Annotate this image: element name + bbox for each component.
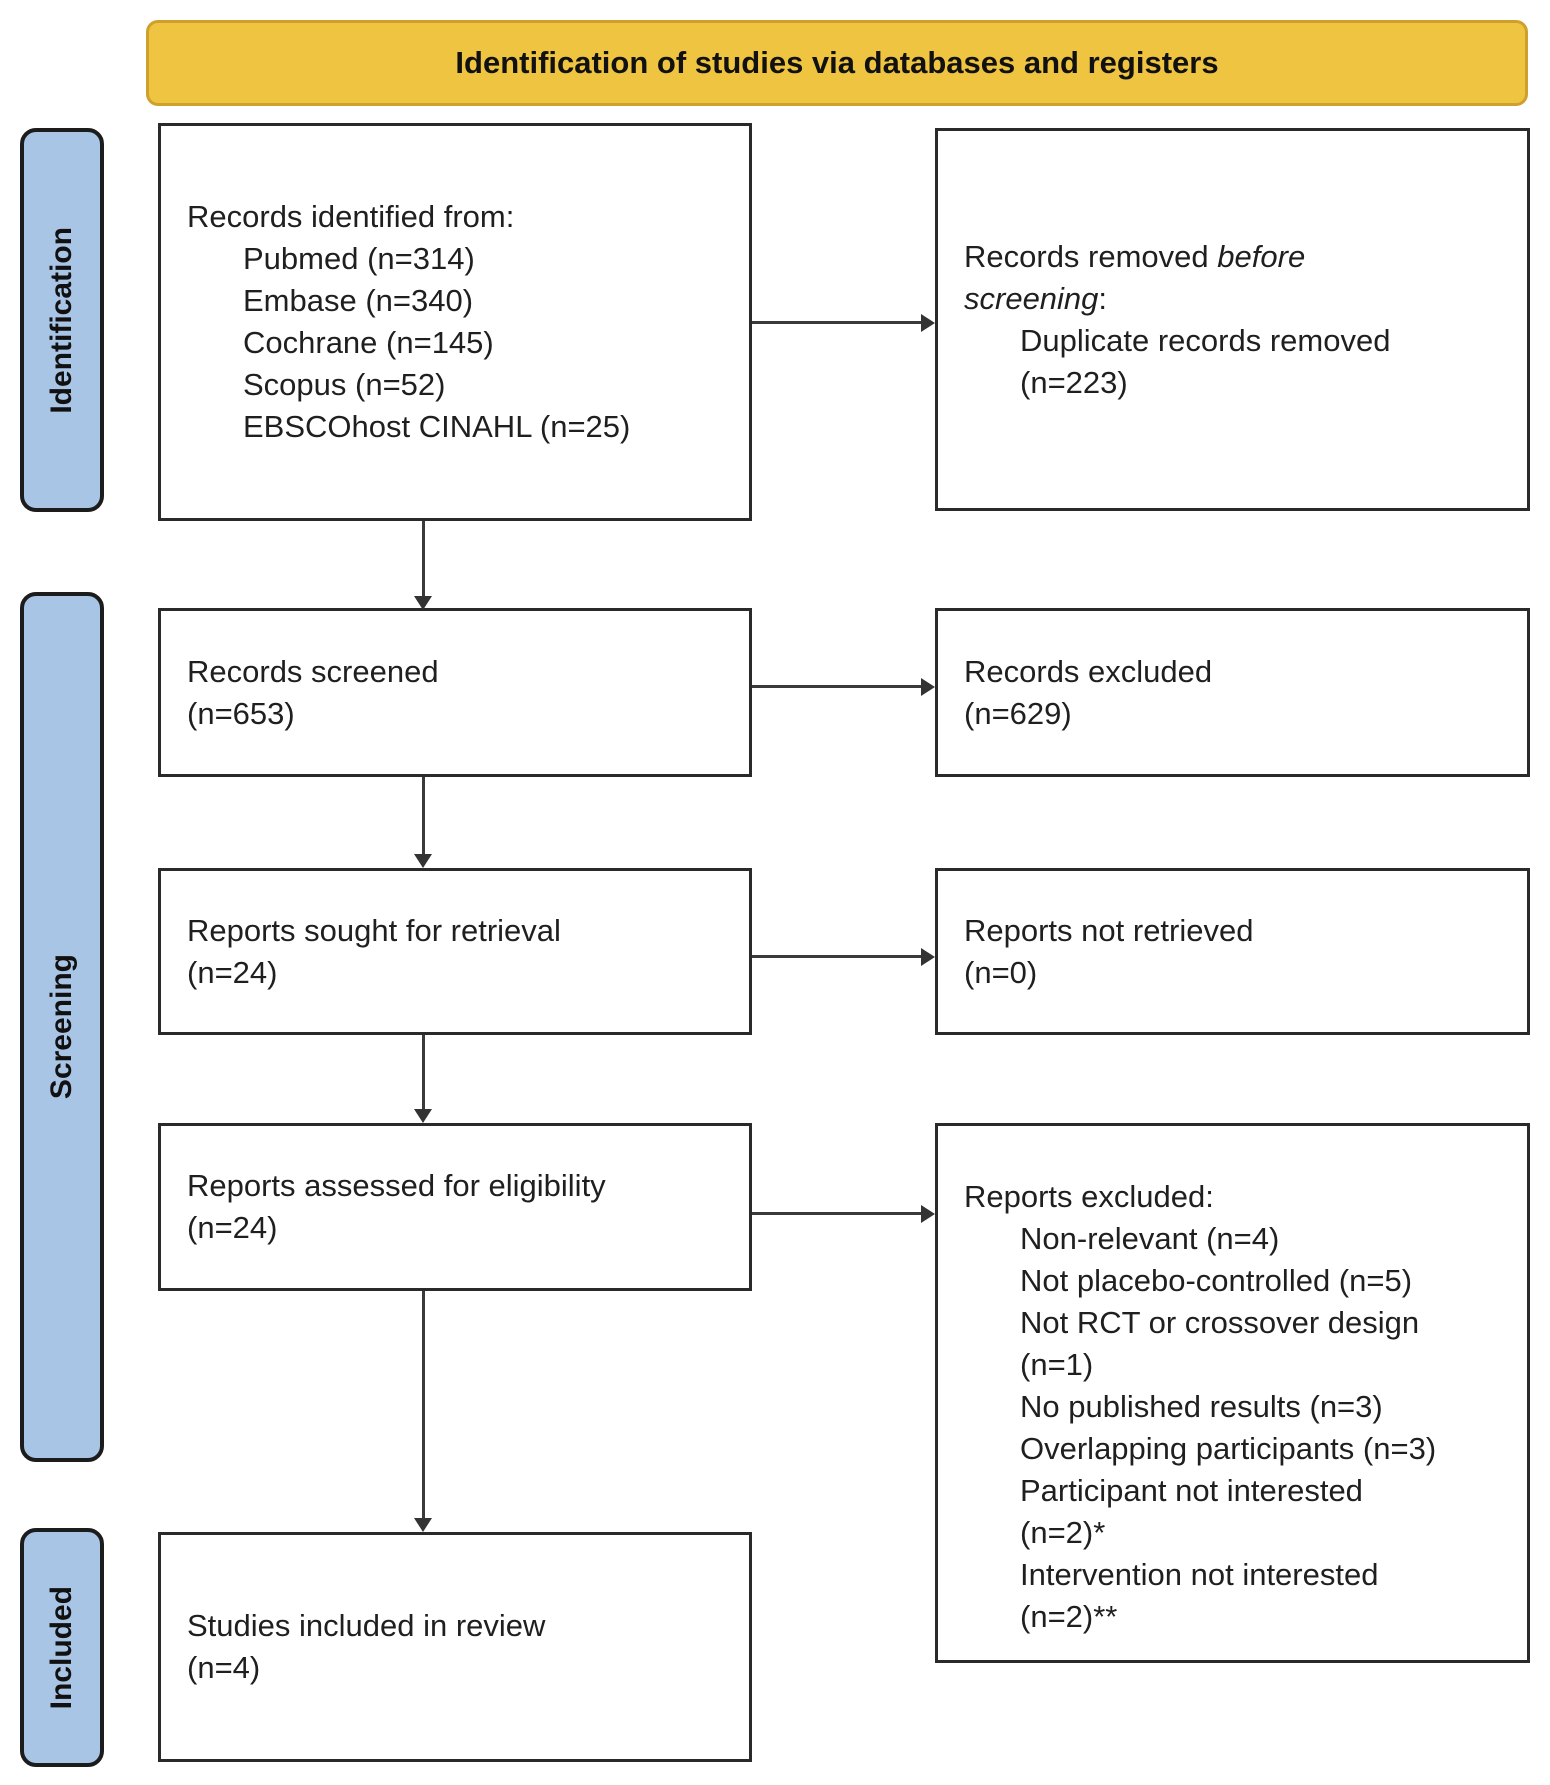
- box-text-line: (n=629): [964, 695, 1072, 731]
- box-text-line: Duplicate records removed: [1020, 322, 1391, 358]
- stage-label-identification: Identification: [20, 128, 104, 512]
- box-reports-excluded: Reports excluded: Non-relevant (n=4) Not p…: [935, 1123, 1530, 1663]
- arrow-line: [422, 521, 425, 596]
- arrow-line: [752, 955, 921, 958]
- box-records-excluded: Records excluded (n=629): [935, 608, 1530, 777]
- box-studies-included: Studies included in review (n=4): [158, 1532, 752, 1762]
- box-reports-assessed: Reports assessed for eligibility (n=24): [158, 1123, 752, 1291]
- box-text-line: Embase (n=340): [243, 283, 474, 318]
- box-text-line: (n=1): [1020, 1347, 1094, 1382]
- banner-title: Identification of studies via databases …: [455, 45, 1219, 80]
- banner: Identification of studies via databases …: [146, 20, 1528, 106]
- box-text-line: Not placebo-controlled (n=5): [1020, 1263, 1413, 1298]
- box-text-line: Intervention not interested: [1020, 1557, 1379, 1592]
- stage-label-included-text: Included: [45, 1585, 78, 1710]
- box-reports-sought: Reports sought for retrieval (n=24): [158, 868, 752, 1035]
- arrow-right-icon: [921, 1205, 935, 1223]
- box-text-line: Participant not interested: [1020, 1473, 1363, 1508]
- box-reports-not-retrieved: Reports not retrieved (n=0): [935, 868, 1530, 1035]
- stage-label-included: Included: [20, 1528, 104, 1767]
- box-text-line: Reports not retrieved: [964, 912, 1254, 948]
- box-text-line: EBSCOhost CINAHL (n=25): [243, 409, 631, 444]
- box-text-line: Records removed before: [964, 238, 1306, 274]
- box-text-line: Cochrane (n=145): [243, 325, 494, 360]
- box-text-line: Reports excluded:: [964, 1179, 1214, 1214]
- box-text-line: Scopus (n=52): [243, 367, 446, 402]
- arrow-line: [422, 1035, 425, 1109]
- box-records-removed: Records removed before screening: Duplicat…: [935, 128, 1530, 511]
- box-text-line: (n=0): [964, 954, 1038, 990]
- arrow-line: [752, 685, 921, 688]
- box-text-line: Records screened: [187, 653, 439, 689]
- arrow-down-icon: [414, 854, 432, 868]
- arrow-down-icon: [414, 1109, 432, 1123]
- box-text-line: (n=4): [187, 1650, 261, 1685]
- arrow-down-icon: [414, 596, 432, 610]
- box-text-line: (n=24): [187, 1210, 278, 1245]
- arrow-line: [752, 1212, 921, 1215]
- stage-label-screening: Screening: [20, 592, 104, 1462]
- box-text-line: (n=24): [187, 954, 278, 990]
- box-records-identified: Records identified from: Pubmed (n=314) Em…: [158, 123, 752, 521]
- box-text-line: Records excluded: [964, 653, 1213, 689]
- box-records-screened: Records screened (n=653): [158, 608, 752, 777]
- box-text-line: No published results (n=3): [1020, 1389, 1383, 1424]
- box-text-line: (n=2)*: [1020, 1515, 1106, 1550]
- stage-label-screening-text: Screening: [45, 954, 78, 1100]
- box-text-line: Reports assessed for eligibility: [187, 1168, 606, 1203]
- box-text-line: Not RCT or crossover design: [1020, 1305, 1420, 1340]
- arrow-right-icon: [921, 678, 935, 696]
- arrow-line: [422, 777, 425, 854]
- box-text-line: (n=223): [1020, 364, 1128, 400]
- arrow-right-icon: [921, 314, 935, 332]
- arrow-line: [422, 1291, 425, 1518]
- box-text-line: Non-relevant (n=4): [1020, 1221, 1280, 1256]
- box-text-line: (n=2)**: [1020, 1599, 1118, 1634]
- box-text-line: Records identified from:: [187, 199, 515, 234]
- box-text-line: Studies included in review: [187, 1608, 546, 1643]
- box-text-line: Reports sought for retrieval: [187, 912, 561, 948]
- arrow-down-icon: [414, 1518, 432, 1532]
- stage-label-identification-text: Identification: [45, 226, 78, 414]
- box-text-line: Overlapping participants (n=3): [1020, 1431, 1437, 1466]
- arrow-line: [752, 321, 921, 324]
- box-text-line: Pubmed (n=314): [243, 241, 475, 276]
- arrow-right-icon: [921, 948, 935, 966]
- box-text-line: (n=653): [187, 695, 295, 731]
- box-text-line: screening:: [964, 280, 1108, 316]
